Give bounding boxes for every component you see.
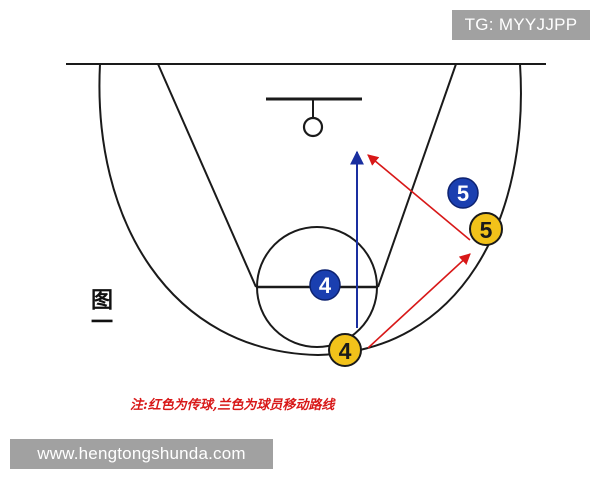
lane-line-left xyxy=(157,63,257,288)
watermark-top: TG: MYYJJPP xyxy=(452,10,590,40)
pass-arrow-to-wing xyxy=(367,253,471,349)
attacker-5-circle xyxy=(469,212,503,246)
defender-4-marker: 4 xyxy=(309,269,341,301)
three-point-line xyxy=(98,63,522,357)
defender-5-number: 5 xyxy=(457,181,469,206)
attacker-4-number: 4 xyxy=(339,338,352,364)
defender-4-number: 4 xyxy=(319,273,332,298)
attacker-5-number: 5 xyxy=(480,217,493,243)
legend-note: 注:红色为传球,兰色为球员移动路线 xyxy=(130,398,335,413)
defender-5-marker: 5 xyxy=(447,177,479,209)
lane-line-right xyxy=(377,63,457,288)
attacker-4-marker: 4 xyxy=(328,333,362,367)
hoop xyxy=(302,116,324,138)
watermark-bottom: www.hengtongshunda.com xyxy=(10,439,273,469)
attacker-4-circle xyxy=(328,333,362,367)
defender-4-circle xyxy=(309,269,341,301)
attacker-5-marker: 5 xyxy=(469,212,503,246)
figure-label: 图一 xyxy=(87,288,113,332)
free-throw-circle xyxy=(256,226,378,348)
pass-arrow-to-post xyxy=(367,154,471,241)
defender-5-circle xyxy=(447,177,479,209)
